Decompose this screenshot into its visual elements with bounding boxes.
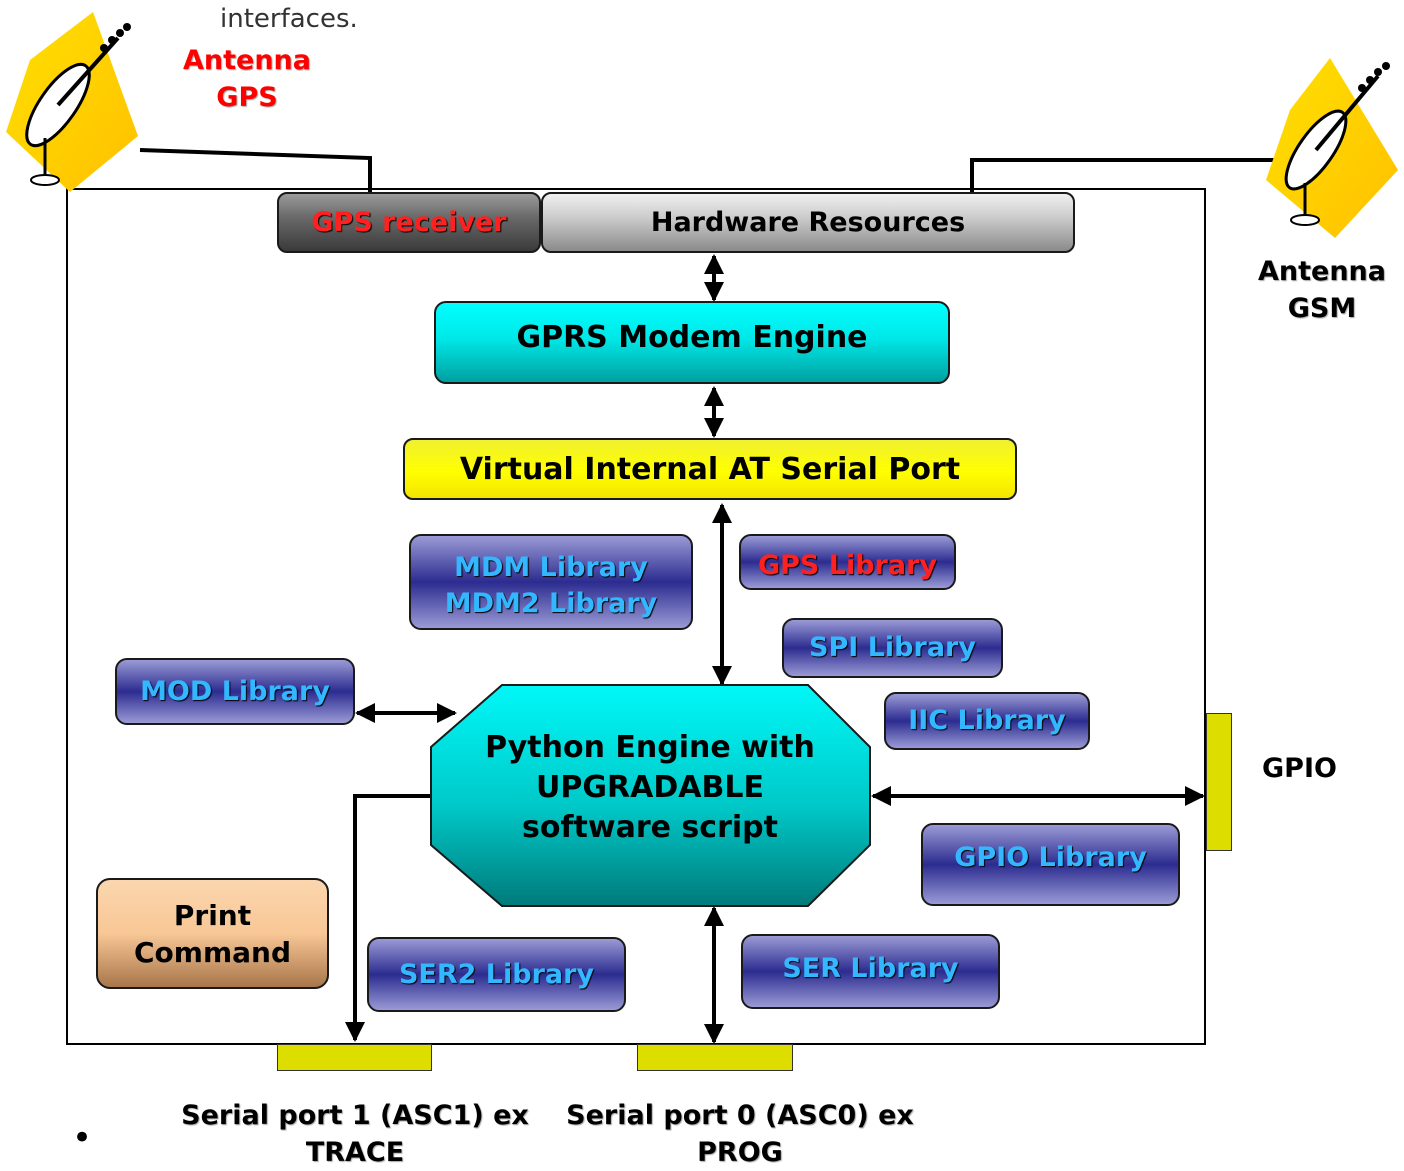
header-fragment: interfaces.: [220, 4, 358, 34]
gps-receiver-label: GPS receiver: [311, 207, 507, 238]
ser2-library-block: SER2 Library: [367, 937, 626, 1012]
mdm2-library-label: MDM2 Library: [444, 588, 658, 619]
satellite-dish-icon-gsm: [1266, 58, 1398, 238]
antenna-gsm-label: Antenna GSM: [1245, 253, 1399, 327]
iic-library-block: IIC Library: [884, 692, 1090, 750]
gps-library-label: GPS Library: [757, 550, 938, 581]
arrow-python-ser1: [345, 794, 432, 1042]
gpio-library-block: GPIO Library: [921, 823, 1180, 906]
gpio-connector: [1206, 713, 1232, 851]
antenna-gps-label: Antenna GPS: [170, 42, 324, 116]
python-engine-line3: software script: [522, 810, 778, 845]
python-engine-label: Python Engine with UPGRADABLE software s…: [450, 728, 850, 848]
python-engine-line2: UPGRADABLE: [536, 770, 764, 805]
serial-port-0-connector: [637, 1044, 793, 1071]
module-frame: [66, 188, 1206, 1045]
mod-library-label: MOD Library: [140, 675, 330, 707]
print-command-line1: Print: [173, 898, 252, 932]
mod-library-block: MOD Library: [115, 658, 355, 725]
serial-port-1-connector: [277, 1044, 432, 1071]
antenna-gps-line1: Antenna: [183, 45, 311, 76]
spi-library-label: SPI Library: [809, 632, 976, 663]
gpio-library-label: GPIO Library: [954, 841, 1147, 873]
hardware-resources-label: Hardware Resources: [650, 207, 966, 238]
serial-port-0-label: Serial port 0 (ASC0) ex PROG: [565, 1097, 915, 1171]
serial-port-1-label: Serial port 1 (ASC1) ex TRACE: [180, 1097, 530, 1171]
gps-library-block: GPS Library: [739, 534, 956, 590]
serial-port-1-line2: TRACE: [305, 1137, 405, 1168]
mdm-library-label: MDM Library: [454, 552, 648, 583]
mdm-library-block: MDM Library MDM2 Library: [409, 534, 693, 630]
iic-library-label: IIC Library: [908, 705, 1066, 736]
ser-library-label: SER Library: [782, 952, 959, 984]
serial-port-1-line1: Serial port 1 (ASC1) ex: [181, 1100, 529, 1131]
antenna-gps-line2: GPS: [216, 82, 278, 113]
gps-antenna-cable: [139, 148, 372, 192]
ser2-library-label: SER2 Library: [398, 958, 595, 990]
hardware-resources-block: Hardware Resources: [541, 192, 1075, 253]
python-engine-line1: Python Engine with: [485, 730, 815, 765]
print-command-block: Print Command: [96, 878, 329, 989]
antenna-gsm-line2: GSM: [1287, 293, 1357, 324]
antenna-gsm-line1: Antenna: [1258, 256, 1386, 287]
gprs-modem-engine-block: GPRS Modem Engine: [434, 301, 950, 384]
gpio-label: GPIO: [1262, 753, 1337, 784]
python-engine-shape: [430, 684, 871, 907]
gprs-modem-engine-label: GPRS Modem Engine: [516, 320, 868, 355]
gps-receiver-block: GPS receiver: [277, 192, 541, 253]
gsm-antenna-cable: [970, 158, 1280, 192]
spi-library-block: SPI Library: [782, 618, 1003, 678]
bullet-mark: •: [72, 1118, 93, 1158]
virtual-at-port-label: Virtual Internal AT Serial Port: [459, 451, 961, 487]
serial-port-0-line1: Serial port 0 (ASC0) ex: [566, 1100, 914, 1131]
print-command-line2: Command: [133, 935, 291, 969]
satellite-dish-icon: [6, 12, 138, 192]
ser-library-block: SER Library: [741, 934, 1000, 1009]
serial-port-0-line2: PROG: [697, 1137, 783, 1168]
virtual-at-port-block: Virtual Internal AT Serial Port: [403, 438, 1017, 500]
